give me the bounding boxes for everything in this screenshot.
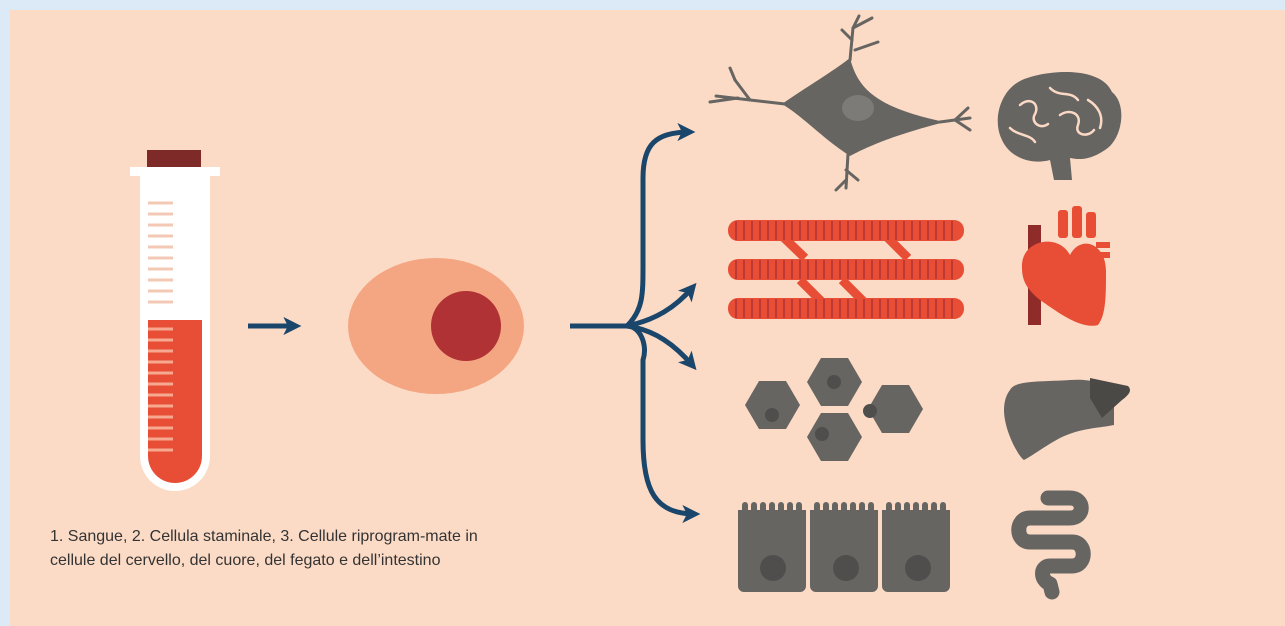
blood-tube-icon (130, 150, 220, 491)
liver-icon (1004, 378, 1130, 460)
neuron-icon (710, 16, 970, 190)
brain-icon (998, 72, 1122, 180)
intestinal-epithelium-icon (738, 502, 950, 592)
diagram-panel: 1. Sangue, 2. Cellula staminale, 3. Cell… (10, 10, 1285, 626)
hepatocyte-icon (745, 358, 923, 461)
diagram-caption: 1. Sangue, 2. Cellula staminale, 3. Cell… (50, 525, 520, 573)
stem-cell-icon (348, 258, 524, 394)
intestine-icon (1019, 498, 1084, 592)
muscle-fiber-icon (728, 220, 964, 319)
heart-icon (1022, 206, 1110, 326)
branching-arrows (570, 132, 695, 514)
